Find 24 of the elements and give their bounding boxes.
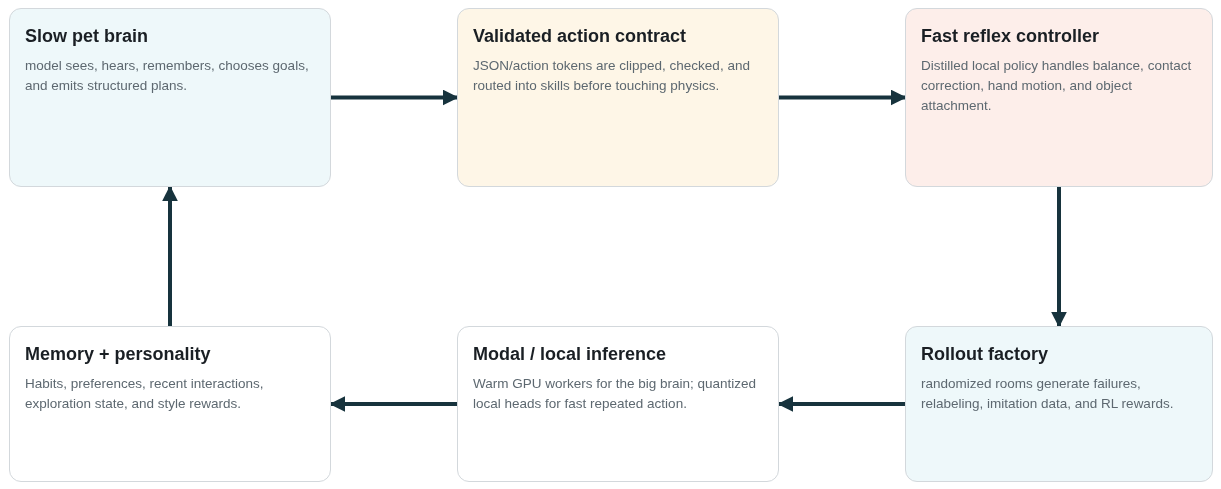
box-description: Distilled local policy handles balance, contact correction, hand motion, and object attachment. bbox=[921, 57, 1193, 115]
arrow bbox=[1051, 187, 1067, 328]
arrow bbox=[329, 396, 457, 412]
arrow bbox=[331, 89, 459, 106]
arrow bbox=[162, 185, 178, 326]
box-description: Habits, preferences, recent interactions, exploration state, and style rewards. bbox=[25, 375, 265, 413]
process-box bbox=[9, 8, 331, 187]
process-box bbox=[905, 326, 1213, 482]
process-box bbox=[9, 326, 331, 482]
process-box bbox=[905, 8, 1213, 187]
arrow bbox=[779, 89, 907, 106]
process-box bbox=[457, 326, 779, 482]
box-description: JSON/action tokens are clipped, checked, and routed into skills before touching physics. bbox=[473, 57, 751, 95]
box-title: Rollout factory bbox=[921, 343, 1049, 366]
box-description: model sees, hears, remembers, chooses goals, and emits structured plans. bbox=[25, 57, 310, 95]
box-description: Warm GPU workers for the big brain; quantized local heads for fast repeated action. bbox=[473, 375, 758, 413]
process-box bbox=[457, 8, 779, 187]
box-title: Modal / local inference bbox=[473, 343, 668, 366]
box-title: Validated action contract bbox=[473, 25, 688, 48]
box-description: randomized rooms generate failures, relabeling, imitation data, and RL rewards. bbox=[921, 375, 1175, 413]
box-title: Fast reflex controller bbox=[921, 25, 1101, 48]
box-title: Slow pet brain bbox=[25, 25, 149, 48]
arrow bbox=[777, 396, 905, 412]
box-title: Memory + personality bbox=[25, 343, 212, 366]
